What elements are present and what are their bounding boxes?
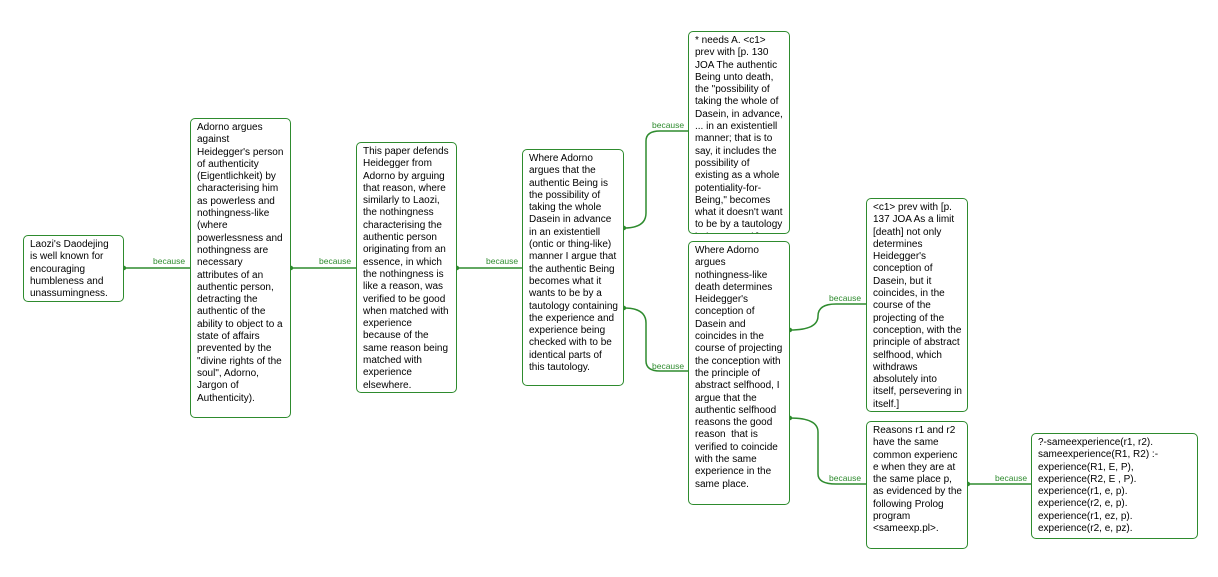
node-authentic-being[interactable]: Where Adorno argues that the authentic B… (522, 149, 624, 386)
connector-n6-n8 (789, 417, 866, 485)
node-nothingness-death[interactable]: Where Adorno argues nothingness-like dea… (688, 241, 790, 505)
because-label: because (153, 256, 186, 266)
because-label: because (652, 120, 685, 130)
connector-n4-n5 (623, 130, 688, 229)
because-label: because (319, 256, 352, 266)
connector-n4-n6 (623, 307, 688, 372)
because-label: because (829, 473, 862, 483)
node-needs-a-c1[interactable]: * needs A. <c1> prev with [p. 130 JOA Th… (688, 31, 790, 234)
because-label: because (652, 361, 685, 371)
node-prolog-program[interactable]: ?-sameexperience(r1, r2). sameexperience… (1031, 433, 1198, 539)
node-reasons-r1-r2[interactable]: Reasons r1 and r2 have the same common e… (866, 421, 968, 549)
node-c1-prev-p137[interactable]: <c1> prev with [p. 137 JOA As a limit [d… (866, 198, 968, 412)
node-adorno-argues[interactable]: Adorno argues against Heidegger's person… (190, 118, 291, 418)
because-label: because (486, 256, 519, 266)
node-paper-defends[interactable]: This paper defends Heidegger from Adorno… (356, 142, 457, 393)
because-label: because (995, 473, 1028, 483)
because-label: because (829, 293, 862, 303)
node-laozi-daodejing[interactable]: Laozi's Daodejing is well known for enco… (23, 235, 124, 302)
connector-n6-n7 (789, 303, 866, 331)
